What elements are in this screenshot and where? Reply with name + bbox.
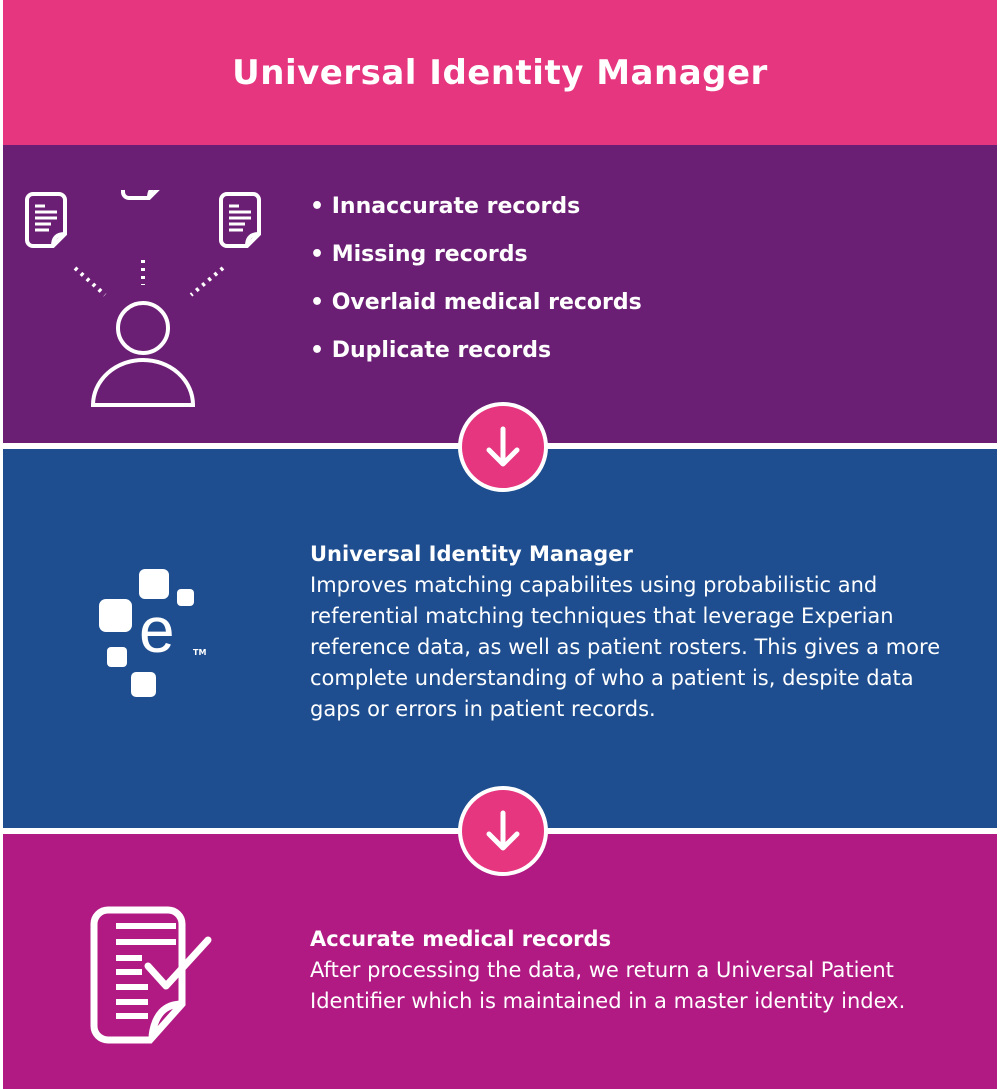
down-arrow-icon: [458, 402, 548, 492]
solution-title: Universal Identity Manager: [310, 542, 633, 566]
document-check-icon: [90, 906, 212, 1044]
list-item: • Duplicate records: [310, 338, 552, 363]
solution-body: Improves matching capabilites using prob…: [310, 573, 941, 721]
result-section: Accurate medical records After processin…: [3, 834, 997, 1089]
person-with-documents-icon: [25, 190, 261, 407]
down-arrow-icon: [458, 786, 548, 876]
header: Universal Identity Manager: [3, 0, 997, 145]
solution-section: e TM Universal Identity Manager Improves…: [3, 449, 997, 828]
solution-text: Universal Identity Manager Improves matc…: [310, 539, 950, 725]
problem-list: • Innaccurate records • Missing records …: [310, 183, 642, 375]
list-item: • Missing records: [310, 242, 528, 267]
experian-logo: e TM: [95, 567, 215, 707]
result-title: Accurate medical records: [310, 927, 612, 951]
problems-section: • Innaccurate records • Missing records …: [3, 145, 997, 443]
list-item: • Innaccurate records: [310, 194, 581, 219]
list-item: • Overlaid medical records: [310, 290, 642, 315]
page-title: Universal Identity Manager: [232, 52, 768, 93]
result-text: Accurate medical records After processin…: [310, 924, 950, 1017]
result-body: After processing the data, we return a U…: [310, 958, 906, 1013]
